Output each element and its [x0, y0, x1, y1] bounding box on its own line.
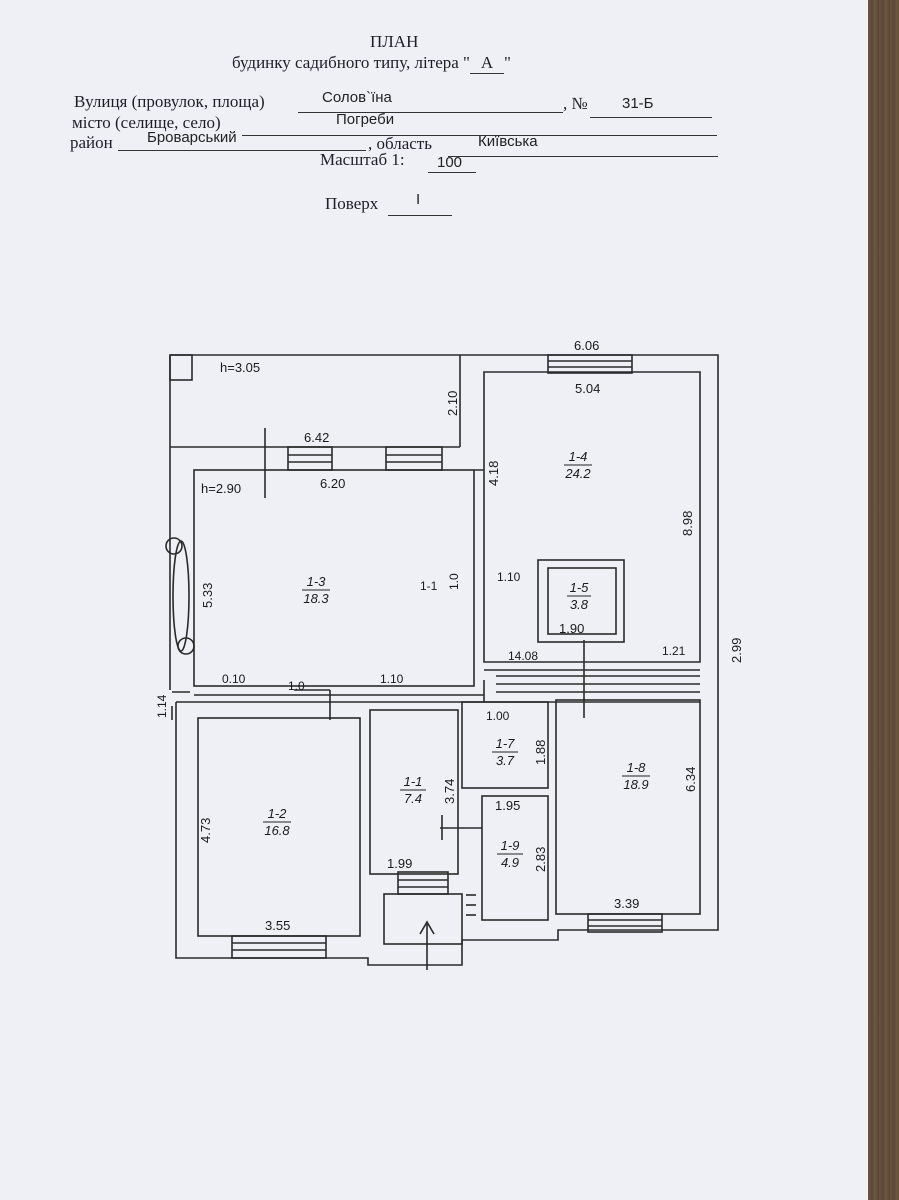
room-1-1-id: 1-1	[404, 774, 423, 789]
number-label: , №	[563, 94, 588, 113]
dim-5-04: 5.04	[575, 381, 600, 396]
subtitle-text: будинку садибного типу, літера "	[232, 53, 470, 72]
city-underline	[242, 135, 717, 136]
room-1-5-id: 1-5	[570, 580, 590, 595]
room-1-1-area: 7.4	[404, 791, 422, 806]
floor-plan: h=3.05 h=2.90 6.06 5.04 2.10 6.42 6.20 4…	[155, 338, 744, 970]
room-1-8-id: 1-8	[627, 760, 647, 775]
street-value: Солов`їна	[322, 89, 392, 106]
plan-title: ПЛАН	[370, 32, 419, 51]
room-1-4-id: 1-4	[569, 449, 588, 464]
dim-mark-a: 1-1	[420, 579, 438, 593]
number-value: 31-Б	[622, 95, 654, 112]
room-1-3-id: 1-3	[307, 574, 327, 589]
district-value: Броварський	[147, 129, 237, 146]
subtitle-letter: А	[469, 53, 504, 74]
room-1-3-area: 18.3	[303, 591, 329, 606]
dim-3-74: 3.74	[442, 779, 457, 804]
dim-14-08: 14.08	[508, 649, 538, 663]
dim-3-39: 3.39	[614, 896, 639, 911]
district-label: район	[70, 133, 113, 152]
dim-1-10: 1.10	[380, 672, 404, 686]
city-value: Погреби	[336, 111, 395, 128]
dim-2-10: 2.10	[445, 391, 460, 416]
region-underline	[448, 156, 718, 157]
floor-underline	[388, 215, 452, 216]
dim-0-10: 0.10	[222, 672, 246, 686]
dim-1-99: 1.99	[387, 856, 412, 871]
scale-underline	[428, 172, 476, 173]
street-underline	[298, 112, 563, 113]
height-main: h=2.90	[201, 481, 241, 496]
room-1-5-area: 3.8	[570, 597, 589, 612]
subtitle-end: "	[503, 53, 511, 72]
dim-1-14: 1.14	[155, 694, 169, 718]
dim-mark-b: 1.10	[497, 570, 521, 584]
number-underline	[590, 117, 712, 118]
dim-mark-e: 1.0	[447, 573, 461, 590]
dim-1-00: 1.00	[486, 709, 510, 723]
floor-value: І	[416, 191, 421, 208]
dim-2-99: 2.99	[729, 638, 744, 663]
street-label: Вулиця (провулок, площа)	[74, 92, 265, 111]
dim-4-18: 4.18	[486, 461, 501, 486]
dim-8-98: 8.98	[680, 511, 695, 536]
dim-2-83: 2.83	[533, 847, 548, 872]
room-1-2-id: 1-2	[268, 806, 288, 821]
plan-subtitle: будинку садибного типу, літера "А"	[232, 53, 511, 74]
wooden-table-edge	[868, 0, 899, 1200]
room-1-8-area: 18.9	[623, 777, 648, 792]
district-underline	[118, 150, 366, 151]
room-1-7-id: 1-7	[496, 736, 516, 751]
city-label: місто (селище, село)	[72, 113, 221, 132]
paper-sheet: ПЛАН будинку садибного типу, літера "А" …	[0, 0, 868, 1200]
dim-6-34: 6.34	[683, 767, 698, 792]
room-1-4-area: 24.2	[564, 466, 591, 481]
dim-3-55: 3.55	[265, 918, 290, 933]
region-value: Київська	[478, 133, 538, 150]
scale-value: 100	[437, 154, 463, 171]
dim-mark-d: 1.0	[288, 679, 305, 693]
dim-1-90: 1.90	[559, 621, 584, 636]
room-1-9-area: 4.9	[501, 855, 519, 870]
height-annex: h=3.05	[220, 360, 260, 375]
room-1-2-area: 16.8	[264, 823, 290, 838]
dim-1-88: 1.88	[533, 740, 548, 765]
dim-5-33: 5.33	[200, 583, 215, 608]
dim-mark-c: 1.21	[662, 644, 686, 658]
dim-1-95: 1.95	[495, 798, 520, 813]
room-1-7-area: 3.7	[496, 753, 515, 768]
dim-4-73: 4.73	[198, 818, 213, 843]
floor-label: Поверх	[325, 194, 379, 213]
dim-6-20: 6.20	[320, 476, 345, 491]
scale-label: Масштаб 1:	[320, 150, 405, 169]
dim-6-42: 6.42	[304, 430, 329, 445]
region-label: , область	[368, 134, 432, 153]
dim-6-06: 6.06	[574, 338, 599, 353]
room-1-9-id: 1-9	[501, 838, 520, 853]
